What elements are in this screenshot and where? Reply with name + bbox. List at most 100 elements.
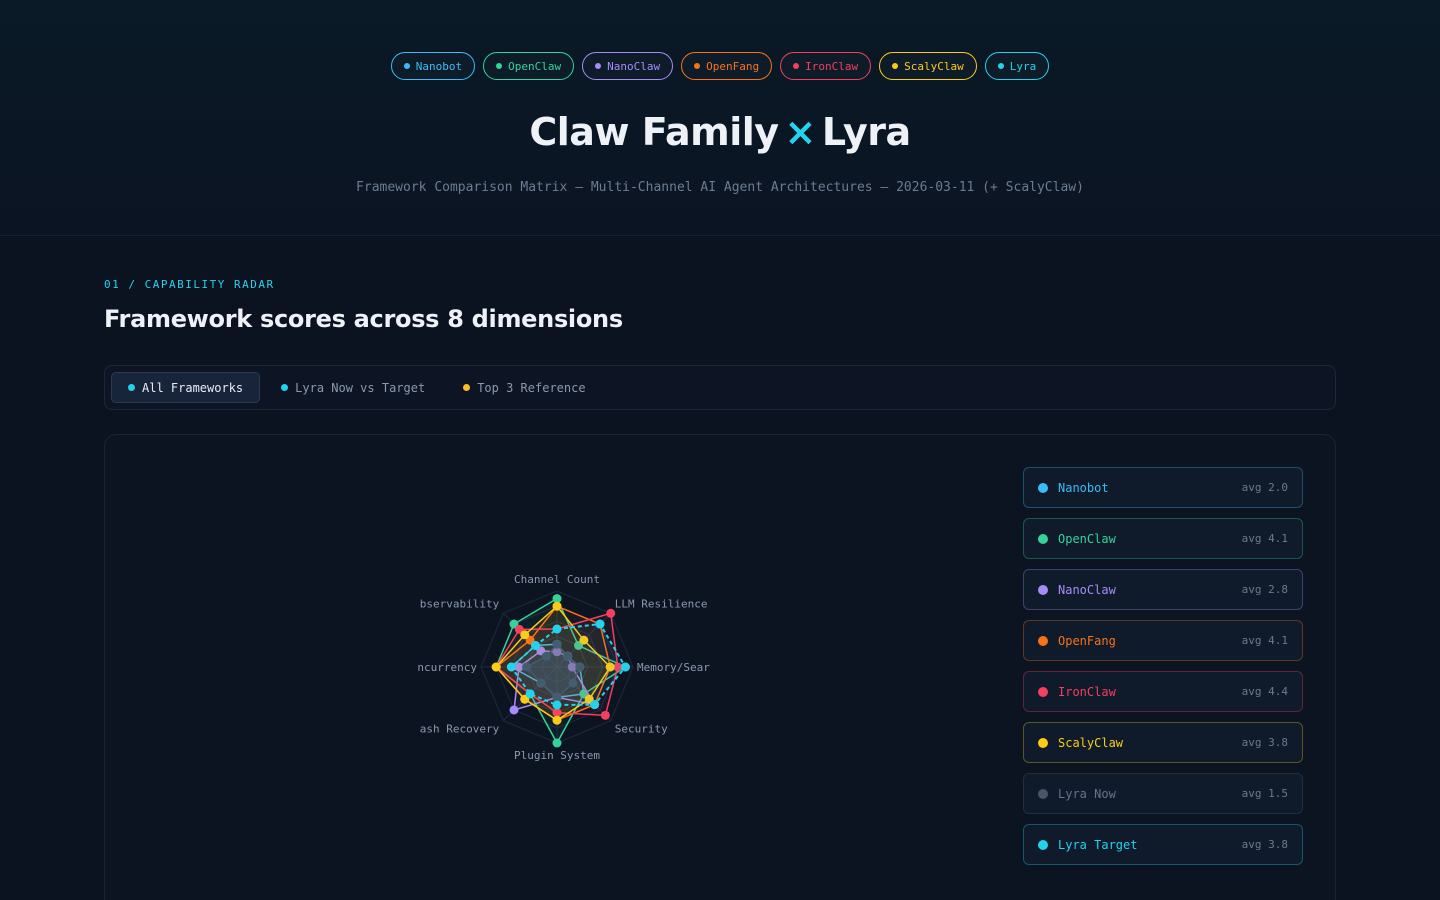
legend-item-nanoclaw[interactable]: NanoClaw avg 2.8	[1023, 569, 1303, 610]
radar-point	[552, 715, 562, 725]
radar-axis-label: bservability	[420, 597, 500, 610]
legend-name: Lyra Now	[1058, 786, 1116, 801]
legend-dot-icon	[1038, 788, 1048, 799]
legend-name: NanoClaw	[1058, 582, 1116, 597]
radar-point	[568, 678, 578, 688]
pill-dot-icon	[997, 63, 1004, 69]
radar-point	[552, 708, 562, 718]
radar-point	[552, 639, 562, 649]
pill-label: ScalyClaw	[904, 59, 964, 73]
legend-item-nanobot[interactable]: Nanobot avg 2.0	[1023, 467, 1303, 508]
radar-point	[506, 662, 516, 672]
radar-point	[514, 662, 524, 672]
legend-avg: avg 3.8	[1241, 736, 1288, 749]
legend-item-openclaw[interactable]: OpenClaw avg 4.1	[1023, 518, 1303, 559]
radar-point	[520, 630, 530, 640]
radar-point	[525, 689, 535, 699]
legend-item-scalyclaw[interactable]: ScalyClaw avg 3.8	[1023, 722, 1303, 763]
radar-point	[552, 692, 562, 702]
legend-item-lyra-now[interactable]: Lyra Now avg 1.5	[1023, 773, 1303, 814]
radar-axis-label: ash Recovery	[420, 723, 500, 736]
radar-point	[563, 651, 573, 661]
pill-nanoclaw[interactable]: NanoClaw	[582, 52, 674, 80]
pill-lyra[interactable]: Lyra	[984, 52, 1050, 80]
legend-avg: avg 1.5	[1241, 787, 1288, 800]
pill-dot-icon	[892, 63, 899, 69]
radar-point	[613, 662, 623, 672]
radar-point	[552, 738, 562, 748]
title-cross: ×	[784, 110, 817, 154]
radar-point	[536, 678, 546, 688]
section-label: 01 / CAPABILITY RADAR	[104, 278, 275, 291]
legend-name: Nanobot	[1058, 480, 1109, 495]
pill-dot-icon	[694, 63, 701, 69]
legend-avg: avg 4.1	[1241, 634, 1288, 647]
radar-point	[595, 619, 605, 629]
radar-axis-label: ncurrency	[417, 661, 477, 674]
legend-avg: avg 4.4	[1241, 685, 1288, 698]
pill-nanobot[interactable]: Nanobot	[390, 52, 476, 80]
legend-dot-icon	[1038, 635, 1048, 646]
tab-label: Top 3 Reference	[477, 380, 586, 395]
tab-dot-icon	[463, 384, 471, 391]
pill-label: OpenFang	[706, 59, 760, 73]
legend-item-openfang[interactable]: OpenFang avg 4.1	[1023, 620, 1303, 661]
view-tabs: All Frameworks Lyra Now vs Target Top 3 Re…	[104, 365, 1336, 410]
pill-label: NanoClaw	[607, 59, 661, 73]
radar-axis-label: Channel Count	[514, 573, 600, 586]
tab-lyra-now-vs-target[interactable]: Lyra Now vs Target	[264, 372, 442, 403]
radar-point	[552, 624, 562, 634]
page-subtitle: Framework Comparison Matrix — Multi-Chan…	[356, 180, 1084, 195]
section-title: Framework scores across 8 dimensions	[104, 305, 623, 333]
tab-dot-icon	[128, 384, 135, 391]
title-right: Lyra	[821, 110, 911, 154]
legend-name: OpenFang	[1058, 633, 1116, 648]
legend-name: Lyra Target	[1058, 837, 1138, 852]
pill-label: OpenClaw	[508, 59, 562, 73]
pill-label: Nanobot	[415, 59, 463, 73]
radar-point	[567, 662, 577, 672]
framework-pills: Nanobot OpenClaw NanoClaw OpenFang IronClaw S…	[0, 52, 1440, 80]
legend-name: OpenClaw	[1058, 531, 1116, 546]
tab-all-frameworks[interactable]: All Frameworks	[111, 372, 261, 403]
radar-point	[552, 647, 562, 657]
legend-dot-icon	[1038, 737, 1048, 748]
legend-dot-icon	[1038, 482, 1048, 493]
legend-dot-icon	[1038, 839, 1048, 850]
tab-top-3-reference[interactable]: Top 3 Reference	[446, 372, 602, 403]
radar-point	[552, 601, 562, 611]
radar-point	[579, 635, 589, 645]
legend-dot-icon	[1038, 533, 1048, 544]
radar-point	[552, 594, 562, 604]
page-title: Claw Family×Lyra	[0, 110, 1440, 154]
radar-point	[590, 700, 600, 710]
radar-point	[600, 710, 610, 720]
radar-point	[605, 662, 615, 672]
radar-point	[531, 641, 541, 651]
legend-item-lyra-target[interactable]: Lyra Target avg 3.8	[1023, 824, 1303, 865]
tab-label: All Frameworks	[142, 380, 244, 395]
pill-scalyclaw[interactable]: ScalyClaw	[879, 52, 977, 80]
radar-point	[606, 608, 616, 618]
pill-dot-icon	[793, 63, 800, 69]
legend-avg: avg 4.1	[1241, 532, 1288, 545]
radar-point	[620, 662, 630, 672]
pill-ironclaw[interactable]: IronClaw	[780, 52, 872, 80]
radar-point	[541, 651, 551, 661]
legend-avg: avg 2.8	[1241, 583, 1288, 596]
legend-avg: avg 2.0	[1241, 481, 1288, 494]
pill-openclaw[interactable]: OpenClaw	[483, 52, 575, 80]
tab-label: Lyra Now vs Target	[295, 380, 426, 395]
pill-openfang[interactable]: OpenFang	[681, 52, 773, 80]
radar-point	[552, 700, 562, 710]
pill-dot-icon	[496, 63, 503, 69]
radar-axis-label: LLM Resilience	[615, 597, 708, 610]
legend-name: ScalyClaw	[1058, 735, 1124, 750]
legend-avg: avg 3.8	[1241, 838, 1288, 851]
pill-dot-icon	[403, 63, 410, 69]
pill-label: Lyra	[1009, 59, 1037, 73]
